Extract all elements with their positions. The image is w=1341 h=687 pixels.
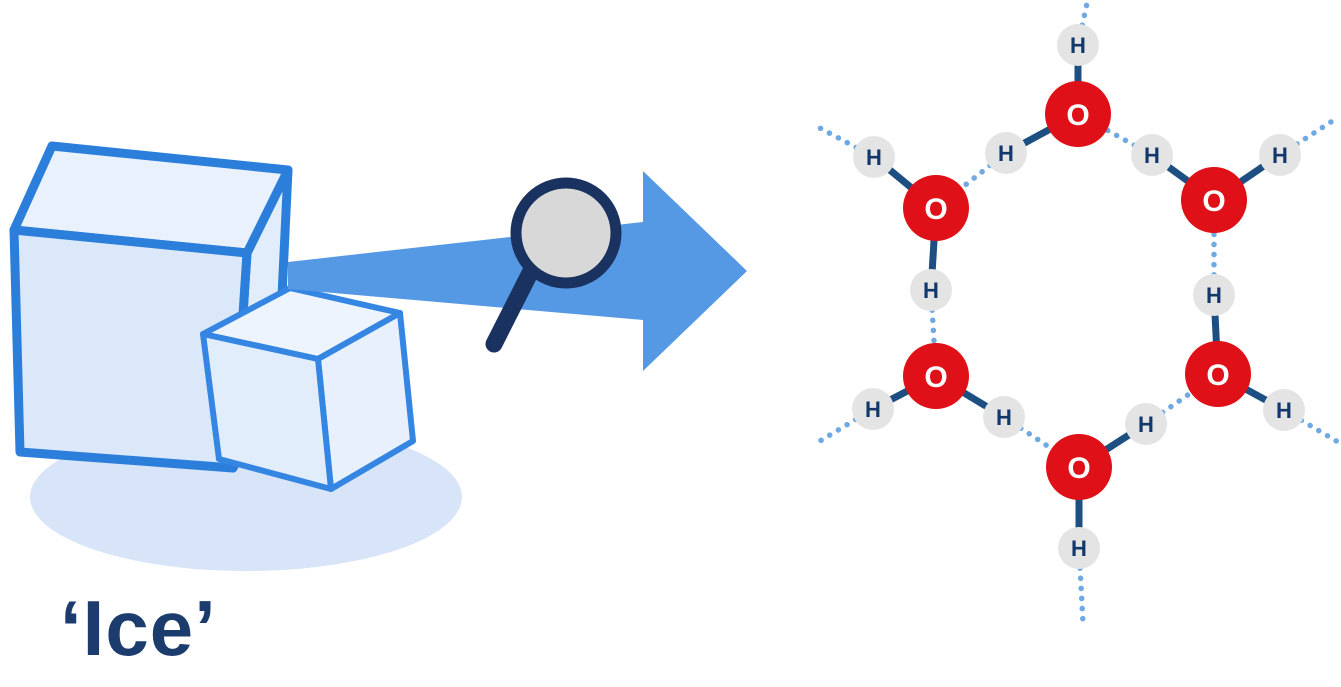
oxygen-atom [1185,341,1251,407]
hydrogen-label: H [1276,398,1292,423]
oxygen-atom [1181,167,1247,233]
hydrogen-atom [852,388,894,430]
hydrogen-atom [1259,134,1301,176]
hydrogen-atom [1057,24,1099,66]
oxygen-atom [903,175,969,241]
hydrogen-label: H [996,405,1012,430]
large-ice-cube [9,141,293,473]
magnifier-icon [485,177,622,353]
magnifier-handle [485,262,540,353]
oxygen-atom [1046,434,1112,500]
hydrogen-atom [1193,274,1235,316]
hydrogen-atom [1263,389,1305,431]
oxygen-label: O [924,193,947,226]
hydrogen-label: H [1272,143,1288,168]
hydrogen-atom [1058,527,1100,569]
hydrogen-atom [853,136,895,178]
hydrogen-label: H [923,278,939,303]
hydrogen-label: H [1070,33,1086,58]
hydrogen-label: H [1206,283,1222,308]
molecule-structure: O O O O O O H H H H H H H H H H H H [815,0,1341,626]
magnifier-lens [510,177,622,289]
large-cube-front-face [9,225,252,473]
hydrogen-atom [1125,403,1167,445]
hydrogen-label: H [866,145,882,170]
oxygen-label: O [1202,185,1225,218]
hydrogen-label: H [1144,143,1160,168]
hydrogen-label: H [1138,412,1154,437]
zoom-arrow [288,171,747,371]
hydrogen-atom [1131,134,1173,176]
hydrogen-label: H [865,397,881,422]
small-cube-front-face [200,331,334,492]
ice-caption: ‘Ice’ [60,584,217,672]
oxygen-label: O [1066,99,1089,132]
small-ice-cube [200,285,416,492]
oxygen-label: O [1206,359,1229,392]
hydrogen-atom [983,396,1025,438]
hydrogen-label: H [998,141,1014,166]
oxygen-atom [903,343,969,409]
hydrogen-atom [910,269,952,311]
oxygen-label: O [1067,452,1090,485]
oxygen-atom [1045,81,1111,147]
hydrogen-label: H [1071,536,1087,561]
hydrogen-atom [985,132,1027,174]
oxygen-label: O [924,361,947,394]
